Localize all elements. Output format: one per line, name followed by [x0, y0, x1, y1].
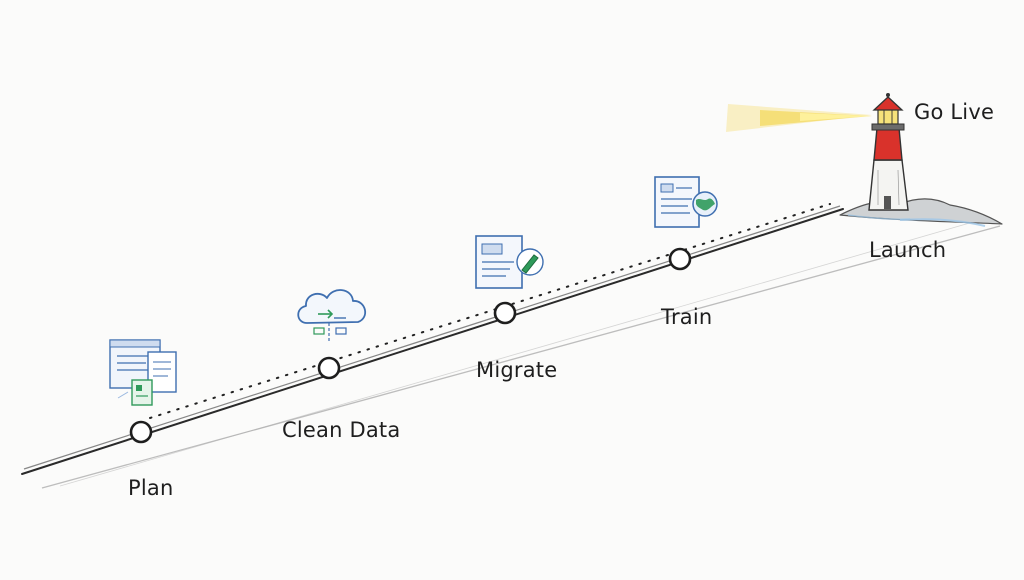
destination-subtitle: Launch [869, 238, 947, 262]
milestone-marker-migrate [493, 301, 517, 325]
milestone-label-train: Train [661, 305, 713, 329]
milestone-marker-clean-data [317, 356, 341, 380]
milestone-marker-train [668, 247, 692, 271]
milestone-marker-plan [129, 420, 153, 444]
document-pen-icon [475, 235, 544, 289]
milestone-label-migrate: Migrate [476, 358, 558, 382]
documents-icon [109, 339, 177, 406]
destination-title: Go Live [914, 100, 995, 124]
milestone-label-plan: Plan [128, 476, 174, 500]
milestone-label-clean-data: Clean Data [282, 418, 401, 442]
roadmap-path [21, 205, 1001, 489]
document-globe-icon [654, 176, 718, 228]
lighthouse-icon [726, 93, 1003, 227]
cloud-sync-icon [297, 289, 367, 342]
